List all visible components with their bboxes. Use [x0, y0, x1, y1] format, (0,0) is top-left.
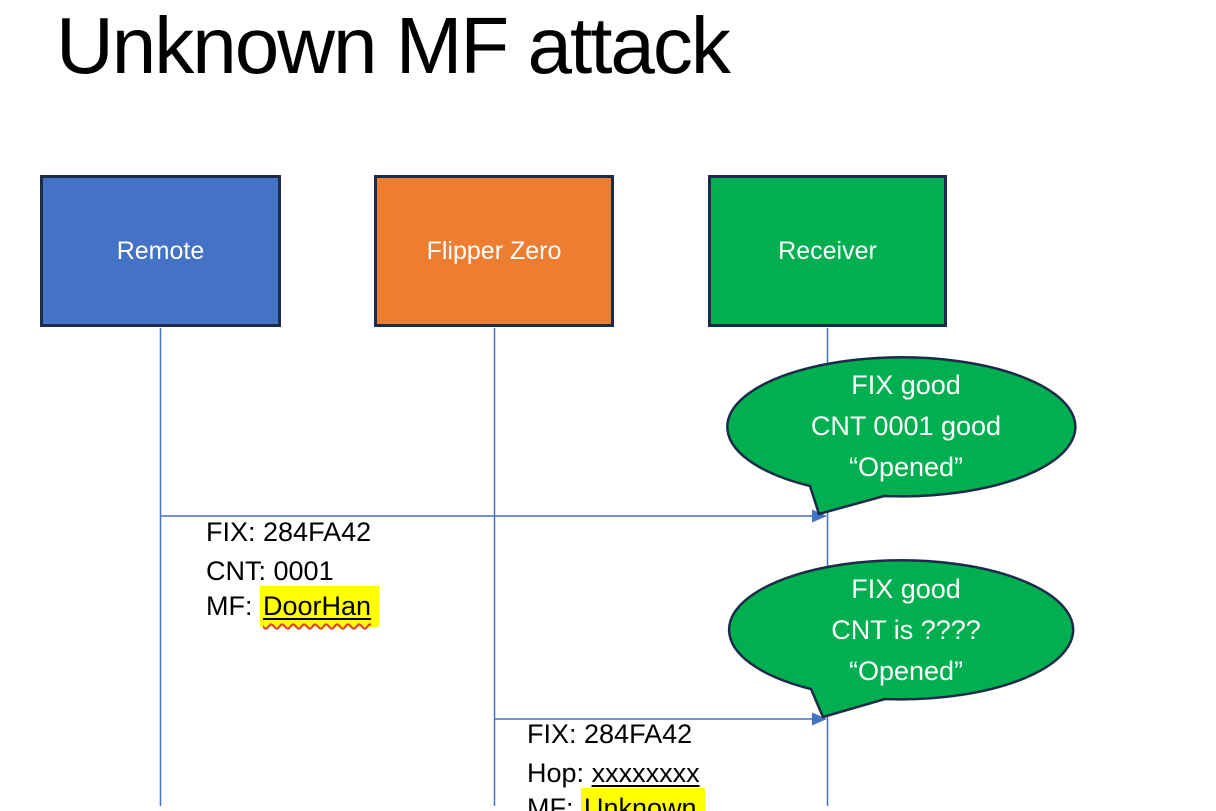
message1-mf-label: MF: DoorHan	[176, 555, 380, 657]
message2-hop-label: Hop: xxxxxxxx	[497, 722, 700, 811]
message1-fix-label: FIX: 284FA42	[206, 517, 372, 547]
message2-hop-prefix: Hop:	[527, 758, 592, 788]
message1-mf-value-highlighted: DoorHan	[260, 586, 380, 627]
actor-label-receiver: Receiver	[778, 236, 877, 265]
callout-line: FIX good	[851, 574, 961, 604]
actor-box-flipper-zero: Flipper Zero	[374, 175, 614, 327]
message2-hop-value: xxxxxxxx	[591, 758, 700, 788]
callout-line: FIX good	[851, 370, 961, 400]
message2-mf-label: MF: Unknown	[497, 757, 705, 811]
message-arrow-remote-to-receiver	[160, 509, 827, 523]
actor-label-flipper-zero: Flipper Zero	[426, 236, 562, 265]
callout-first-text: FIX good CNT 0001 good “Opened”	[736, 365, 1076, 488]
message-arrow-flipper-to-receiver	[494, 712, 827, 726]
slide-title: Unknown MF attack	[56, 1, 731, 90]
actor-box-receiver: Receiver	[708, 175, 947, 327]
callout-second-text: FIX good CNT is ???? “Opened”	[736, 569, 1076, 692]
message1-mf-prefix: MF:	[206, 591, 261, 621]
arrowhead-icon	[812, 712, 827, 726]
message2-fix-label: FIX: 284FA42	[527, 719, 693, 749]
actor-label-remote: Remote	[116, 236, 205, 265]
message2-mf-prefix: MF:	[527, 793, 582, 811]
callout-line: CNT 0001 good	[810, 411, 1002, 441]
message1-cnt-label: CNT: 0001	[206, 556, 334, 586]
callout-bubble-second	[727, 559, 1075, 719]
callout-bubble-first	[726, 356, 1077, 516]
callout-line: “Opened”	[848, 656, 964, 686]
actor-box-remote: Remote	[40, 175, 281, 327]
message2-mf-value-highlighted: Unknown	[581, 788, 705, 811]
callout-line: CNT is ????	[831, 615, 981, 645]
callout-line: “Opened”	[848, 452, 964, 482]
arrowhead-icon	[812, 509, 827, 523]
